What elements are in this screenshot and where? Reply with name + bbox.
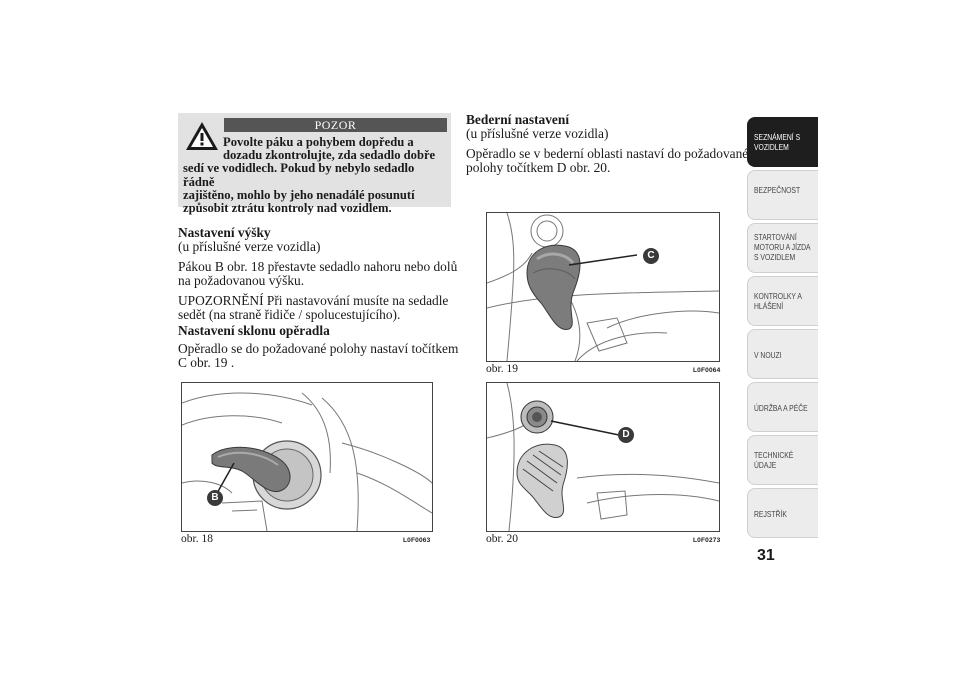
tab-seznameni-s-vozidlem[interactable]: SEZNÁMENÍ S VOZIDLEM [747,117,818,167]
figure-19-caption: obr. 19 [486,363,518,375]
tab-label-line: S VOZIDLEM [754,252,796,262]
lumbar-subheading: (u příslušné verze vozidla) [466,126,609,141]
tab-label-line: VOZIDLEM [754,142,789,152]
tab-v-nouzi[interactable]: V NOUZI [747,329,818,379]
tab-label-line: BEZPEČNOST [754,185,801,195]
paragraph-line: Opěradlo se do požadované polohy nastaví… [178,341,459,356]
tab-kontrolky-a-hlaseni[interactable]: KONTROLKY A HLÁŠENÍ [747,276,818,326]
figure-20-caption: obr. 20 [486,533,518,545]
callout-marker-d [618,427,634,443]
height-subheading: (u příslušné verze vozidla) [178,239,321,254]
tab-label-line: MOTORU A JÍZDA [754,242,811,252]
callout-label-c: C [647,250,655,261]
tab-label-line: V NOUZI [754,350,782,360]
figure-20-illustration [486,382,720,532]
figure-18-illustration [181,382,433,532]
tab-label-line: KONTROLKY A [754,291,802,301]
warning-line: způsobit ztrátu kontroly nad vozidlem. [183,201,392,216]
callout-marker-c [643,248,659,264]
paragraph-line: Opěradlo se v bederní oblasti nastaví do… [466,146,749,161]
warning-line: zajištěno, mohlo by jeho nenadálé posunu… [183,187,415,202]
tab-label-line: HLÁŠENÍ [754,301,784,311]
warning-line: Povolte páku a pohybem dopředu a [223,135,414,149]
figure-18-code: L0F0063 [403,537,431,544]
tab-label-line: ÚDAJE [754,460,777,470]
tab-startovani-motoru[interactable]: STARTOVÁNÍ MOTORU A JÍZDA S VOZIDLEM [747,223,818,273]
callout-label-d: D [622,429,630,440]
callout-marker-b [207,490,223,506]
paragraph-line: Pákou B obr. 18 přestavte sedadlo nahoru… [178,259,458,274]
tab-udrzba-a-pece[interactable]: ÚDRŽBA A PÉČE [747,382,818,432]
paragraph-line: UPOZORNĚNÍ Při nastavování musíte na sed… [178,293,449,308]
tab-label-line: ÚDRŽBA A PÉČE [754,403,808,413]
figure-20-code: L0F0273 [693,537,721,544]
tab-label-line: STARTOVÁNÍ [754,232,797,242]
tab-technicke-udaje[interactable]: TECHNICKÉ ÚDAJE [747,435,818,485]
tilt-heading: Nastavení sklonu opěradla [178,323,330,338]
height-heading: Nastavení výšky [178,225,271,240]
tab-rejstrik[interactable]: REJSTŘÍK [747,488,818,538]
tab-label-line: REJSTŘÍK [754,509,787,519]
warning-triangle-icon [186,122,218,150]
tab-label-line: SEZNÁMENÍ S [754,132,801,142]
tab-bezpecnost[interactable]: BEZPEČNOST [747,170,818,220]
paragraph-line: na požadovanou výšku. [178,273,305,288]
paragraph-line: sedět (na straně řidiče / spolucestující… [178,307,401,322]
paragraph-line: C obr. 19 . [178,355,235,370]
figure-18-caption: obr. 18 [181,533,213,545]
paragraph-line: polohy točítkem D obr. 20. [466,160,611,175]
warning-title: POZOR [224,118,447,132]
figure-19-illustration [486,212,720,362]
callout-label-b: B [211,492,219,503]
warning-line: dozadu zkontrolujte, zda sedadlo dobře [223,148,436,163]
warning-line: sedí ve vodidlech. Pokud by nebylo sedad… [183,161,415,189]
figure-19-code: L0F0064 [693,367,721,374]
page-number: 31 [757,547,775,564]
tab-label-line: TECHNICKÉ [754,450,794,460]
lumbar-heading: Bederní nastavení [466,112,570,127]
warning-text: Povolte páku a pohybem dopředu a dozadu … [183,135,447,216]
